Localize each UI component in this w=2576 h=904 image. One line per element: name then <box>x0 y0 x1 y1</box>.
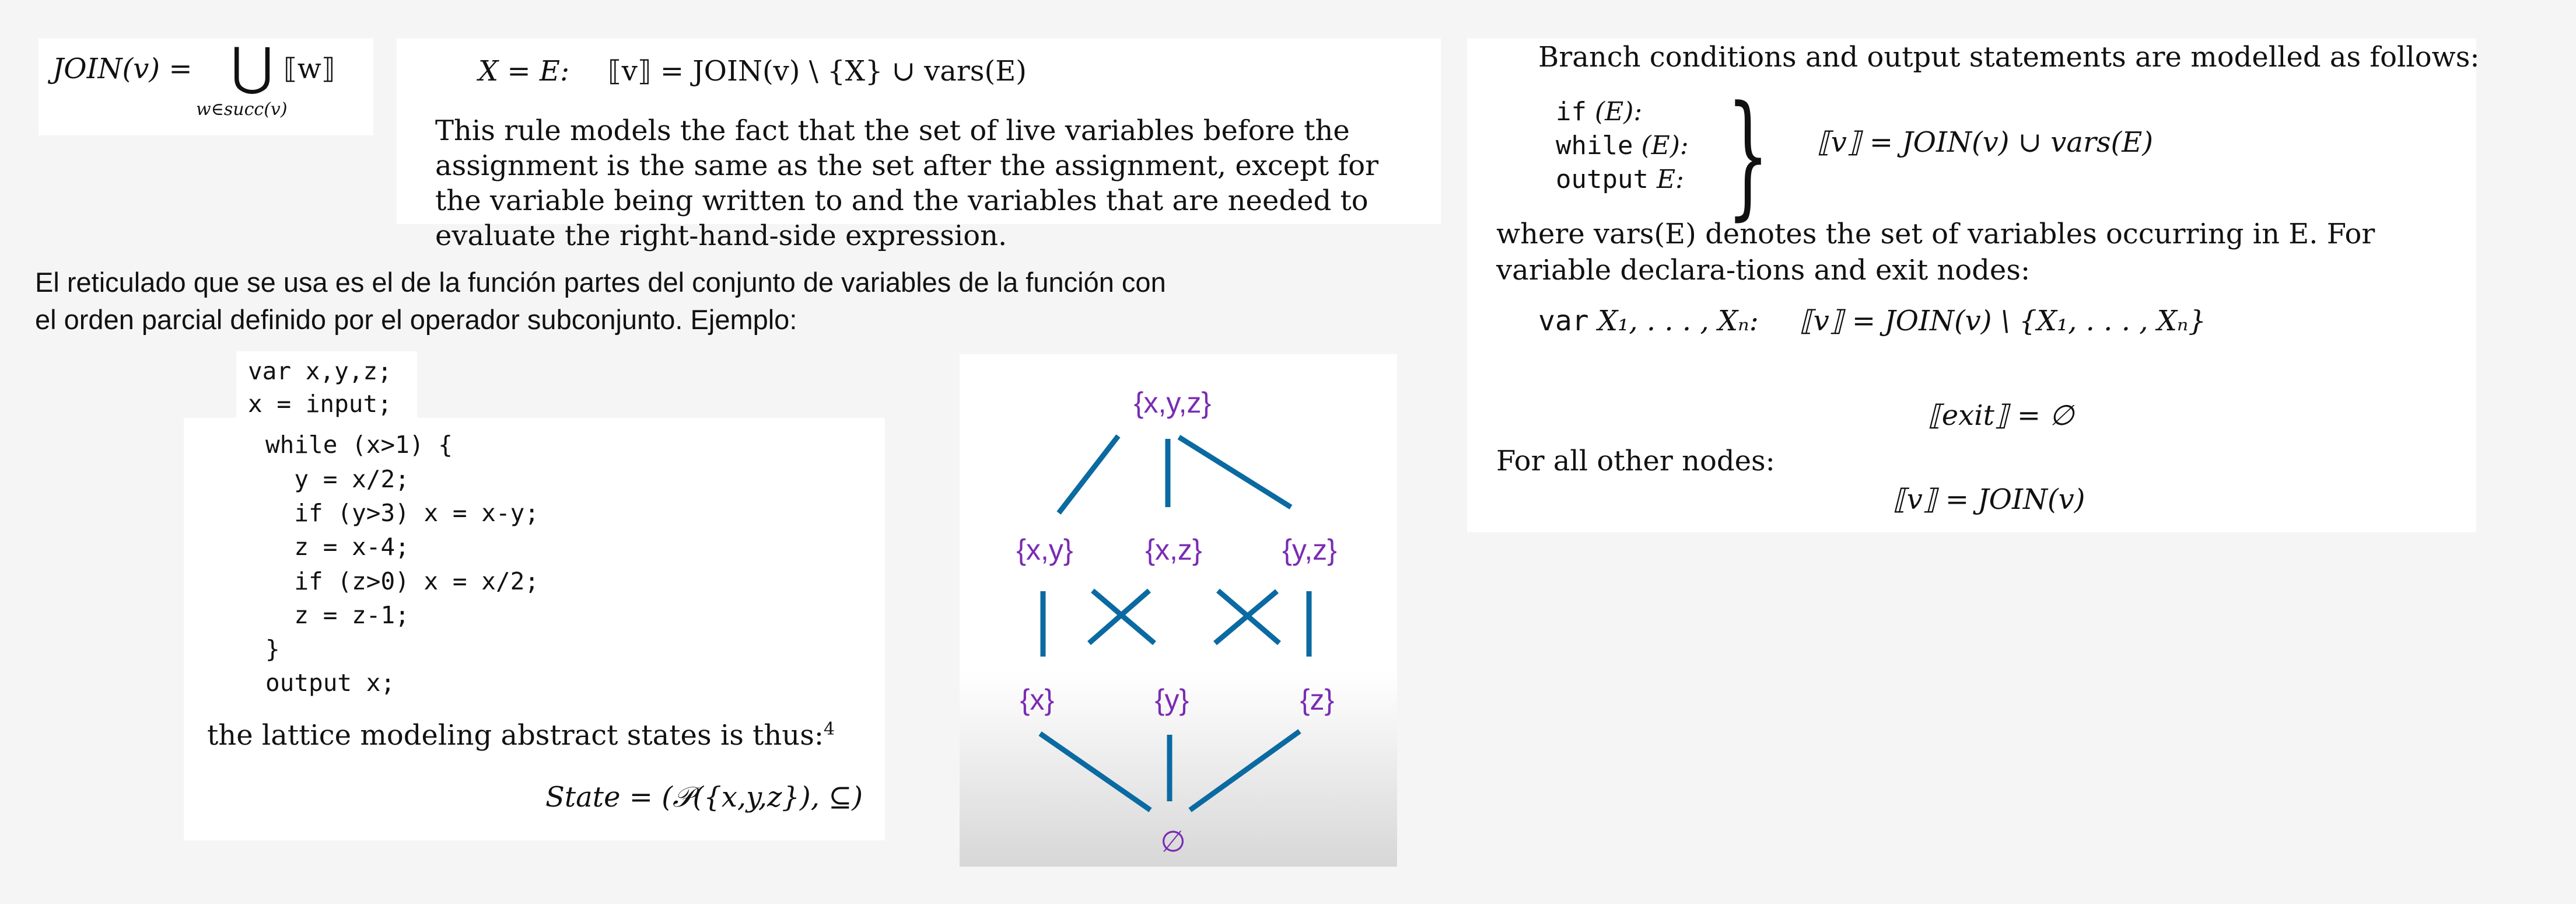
code-line: if (y>3) x = x-y; <box>265 499 539 527</box>
lattice-node-level1: {z} <box>1300 683 1334 716</box>
var-equation: ⟦v⟧ = JOIN(v) \ {X₁, . . . , Xₙ} <box>1800 305 2206 337</box>
lattice-node-level2: {x,y} <box>1016 533 1073 566</box>
code-line: z = z-1; <box>265 601 410 629</box>
if-rule: if (E): <box>1556 97 1642 127</box>
while-arg: (E): <box>1633 131 1689 160</box>
lattice-node-top: {x,y,z} <box>1134 386 1211 419</box>
var-args: X₁, . . . , Xₙ: <box>1588 305 1759 337</box>
vars-explanation: where vars(E) denotes the set of variabl… <box>1496 218 2375 287</box>
code-line: if (z>0) x = x/2; <box>265 567 539 595</box>
spanish-paragraph: El reticulado que se usa es el de la fun… <box>35 264 1272 338</box>
join-definition-panel: JOIN(v) = ⋃ ⟦w⟧ w∈succ(v) <box>38 39 373 135</box>
var-keyword: var <box>1538 305 1589 337</box>
branch-intro: Branch conditions and output statements … <box>1538 41 2480 74</box>
code-line: z = x-4; <box>265 533 410 561</box>
assignment-rule-panel: X = E: ⟦v⟧ = JOIN(v) \ {X} ∪ vars(E) Thi… <box>397 39 1441 252</box>
lattice-edge <box>1177 435 1293 509</box>
lattice-svg: {x,y,z} {x,y} {x,z} {y,z} {x} {y} {z} ∅ <box>1016 386 1337 858</box>
lattice-edge <box>1091 588 1156 645</box>
code-line: y = x/2; <box>265 465 410 493</box>
code-line: output x; <box>265 669 396 697</box>
join-lhs: JOIN(v) = <box>52 53 192 85</box>
code-line: var x,y,z; <box>248 357 392 385</box>
if-arg: (E): <box>1586 97 1643 127</box>
assignment-explanation: This rule models the fact that the set o… <box>435 114 1379 252</box>
lattice-edge <box>1188 729 1301 812</box>
while-rule: while (E): <box>1556 131 1689 160</box>
code-line: x = input; <box>248 390 392 418</box>
lattice-node-level1: {y} <box>1155 683 1189 716</box>
exit-equation: ⟦exit⟧ = ∅ <box>1928 399 2074 432</box>
code-line: } <box>265 635 280 663</box>
right-brace: } <box>1727 78 1770 233</box>
caption-text: the lattice modeling abstract states is … <box>207 719 824 752</box>
lattice-caption: the lattice modeling abstract states is … <box>207 719 835 752</box>
spanish-line-2: el orden parcial definido por el operado… <box>35 304 797 335</box>
output-keyword: output <box>1556 165 1648 194</box>
if-keyword: if <box>1556 97 1587 127</box>
union-subscript: w∈succ(v) <box>196 99 288 120</box>
union-term: ⟦w⟧ <box>284 53 335 85</box>
lattice-edge <box>1038 731 1152 812</box>
branch-equation: ⟦v⟧ = JOIN(v) ∪ vars(E) <box>1817 126 2154 159</box>
lattice-edge <box>1056 434 1121 515</box>
while-keyword: while <box>1556 131 1633 160</box>
var-declaration: var X₁, . . . , Xₙ: <box>1538 305 1759 337</box>
output-rule: output E: <box>1556 165 1684 194</box>
default-equation: ⟦v⟧ = JOIN(v) <box>1893 483 2085 516</box>
union-symbol: ⋃ <box>231 36 274 96</box>
lattice-edge <box>1087 588 1151 645</box>
lattice-diagram: {x,y,z} {x,y} {x,z} {y,z} {x} {y} {z} ∅ <box>960 354 1397 867</box>
state-equation: State = (𝒫({x,y,z}), ⊆) <box>545 781 863 814</box>
assignment-label: X = E: <box>478 55 570 88</box>
lattice-node-level2: {y,z} <box>1282 533 1337 566</box>
footnote-marker: 4 <box>824 719 835 739</box>
lattice-edge <box>1216 588 1281 645</box>
lattice-node-level1: {x} <box>1020 683 1054 716</box>
assignment-equation: ⟦v⟧ = JOIN(v) \ {X} ∪ vars(E) <box>608 55 1027 88</box>
spanish-line-1: El reticulado que se usa es el de la fun… <box>35 267 1166 298</box>
lattice-node-level2: {x,z} <box>1145 533 1202 566</box>
output-arg: E: <box>1648 165 1684 194</box>
code-line: while (x>1) { <box>265 431 453 459</box>
lattice-node-bottom: ∅ <box>1160 825 1186 858</box>
other-nodes-label: For all other nodes: <box>1496 445 1775 477</box>
code-header-snippet: var x,y,z; x = input; <box>236 351 417 419</box>
code-example-panel: while (x>1) { y = x/2; if (y>3) x = x-y;… <box>184 418 885 840</box>
dataflow-rules-panel: Branch conditions and output statements … <box>1467 39 2480 532</box>
